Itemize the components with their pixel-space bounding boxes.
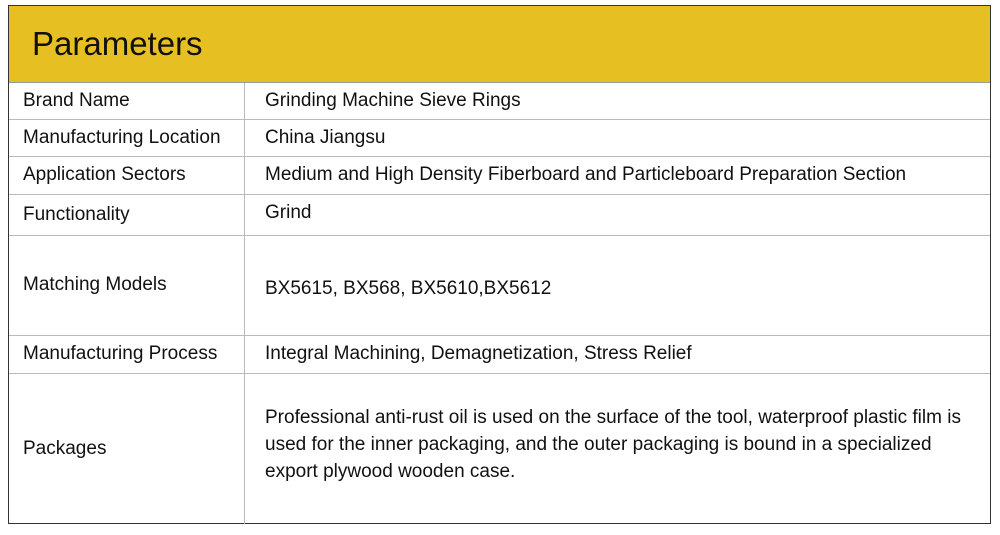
page-title: Parameters: [9, 6, 990, 83]
row-label: Application Sectors: [9, 155, 245, 194]
row-label: Brand Name: [9, 83, 245, 119]
parameters-table: Parameters Brand Name Grinding Machine Si…: [8, 5, 991, 524]
row-value: Integral Machining, Demagnetization, Str…: [244, 334, 990, 373]
row-label: Manufacturing Process: [9, 334, 245, 373]
row-label: Manufacturing Location: [9, 118, 245, 156]
table-row: Brand Name Grinding Machine Sieve Rings: [9, 83, 990, 119]
row-value: BX5615, BX568, BX5610,BX5612: [244, 234, 990, 335]
row-value: Grinding Machine Sieve Rings: [265, 90, 521, 111]
row-value: Grind: [244, 193, 990, 235]
row-value: China Jiangsu: [244, 118, 990, 156]
params-grid: Brand Name Grinding Machine Sieve Rings M…: [9, 83, 990, 524]
row-value: Professional anti-rust oil is used on th…: [244, 372, 990, 524]
row-label: Matching Models: [9, 234, 245, 335]
row-label: Packages: [9, 372, 245, 524]
row-value: Medium and High Density Fiberboard and P…: [244, 155, 990, 194]
row-label: Functionality: [9, 193, 245, 235]
